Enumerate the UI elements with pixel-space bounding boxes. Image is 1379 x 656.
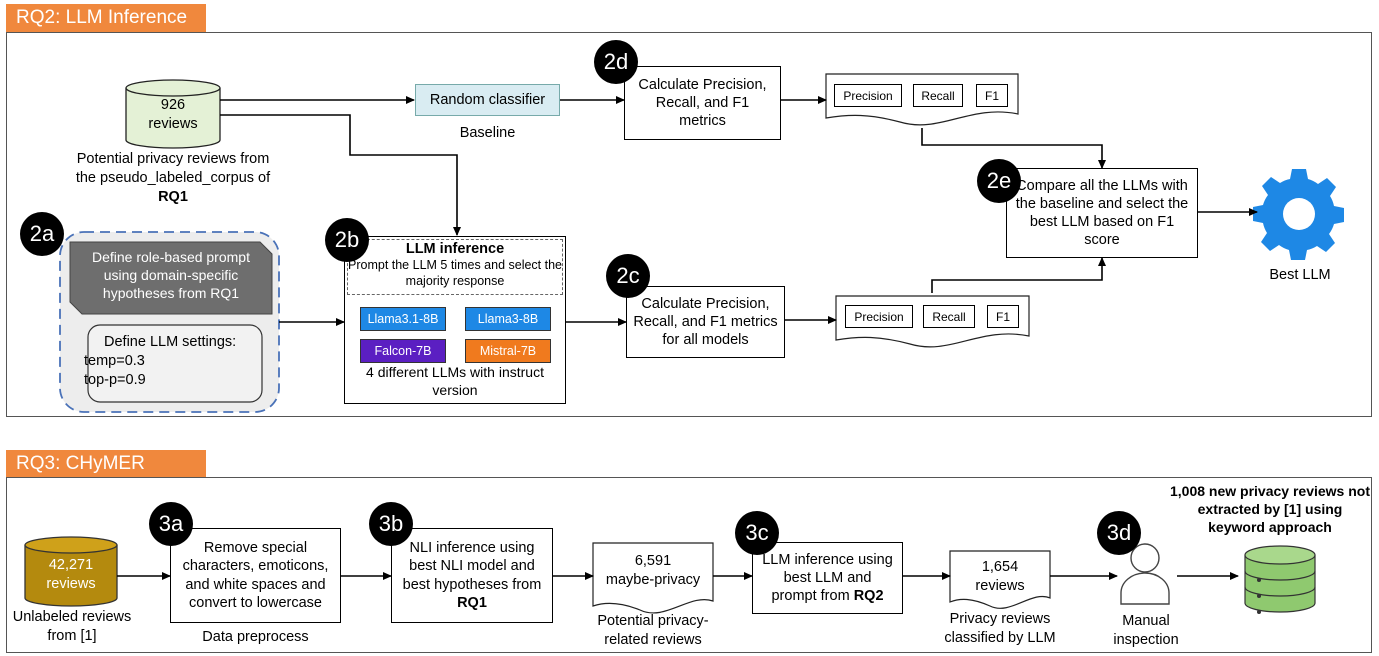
inference-title: LLM inference — [405, 241, 505, 257]
precision-top: Precision — [834, 84, 902, 107]
recall-bottom: Recall — [923, 305, 975, 328]
maybe-privacy-doc — [592, 542, 714, 614]
maybe-privacy-caption: Potential privacy-related reviews — [597, 613, 709, 648]
best-llm-label: Best LLM — [1269, 267, 1331, 283]
classified-caption: Privacy reviews classified by LLM — [944, 611, 1056, 646]
reviews-caption-line1: Potential privacy reviews from — [76, 151, 270, 167]
reviews-926-label: 926 reviews — [126, 96, 220, 134]
person-icon — [1120, 543, 1170, 605]
preprocess-box: Remove special characters, emoticons, an… — [170, 528, 341, 623]
random-classifier-box: Random classifier — [415, 84, 560, 116]
badge-2e: 2e — [977, 159, 1021, 203]
reviews-caption-bold: RQ1 — [158, 188, 188, 205]
maybe-privacy-label: 6,591 maybe-privacy — [593, 552, 713, 590]
precision-bottom: Precision — [845, 305, 913, 328]
reviews-926-caption: Potential privacy reviews from the pseud… — [58, 150, 288, 207]
llm-mistral-7b: Mistral-7B — [465, 339, 551, 363]
llm-falcon-7b: Falcon-7B — [360, 339, 446, 363]
maybe-label: maybe-privacy — [605, 571, 701, 588]
reviews-926-database — [125, 79, 221, 149]
llm-llama31-8b: Llama3.1-8B — [360, 307, 446, 331]
settings-temp: temp=0.3 — [84, 352, 145, 369]
nli-text: NLI inference using best NLI model and b… — [402, 540, 542, 593]
rq2-section-label: RQ2: LLM Inference — [6, 4, 206, 32]
reviews-caption-line2: the pseudo_labeled_corpus of — [75, 169, 271, 186]
rq2-panel — [6, 32, 1372, 417]
unlabeled-word: reviews — [46, 575, 96, 592]
unlabeled-reviews-label: 42,271 reviews — [25, 556, 117, 594]
classified-reviews-label: 1,654 reviews — [950, 558, 1050, 596]
llm-inf-bold: RQ2 — [853, 588, 884, 605]
classified-count: 1,654 — [981, 559, 1019, 575]
badge-3b: 3b — [369, 502, 413, 546]
badge-3d: 3d — [1097, 511, 1141, 555]
reviews-926-count: 926 — [160, 97, 186, 113]
calc-metrics-2d-box: Calculate Precision, Recall, and F1 metr… — [624, 66, 781, 140]
nli-inference-box: NLI inference using best NLI model and b… — [391, 528, 553, 623]
f1-top: F1 — [976, 84, 1008, 107]
llm-llama3-8b: Llama3-8B — [465, 307, 551, 331]
llm-inference-rq3-box: LLM inference using best LLM and prompt … — [752, 542, 903, 614]
rq3-section-label: RQ3: CHyMER — [6, 450, 206, 478]
classified-word: reviews — [975, 577, 1025, 594]
f1-bottom: F1 — [987, 305, 1019, 328]
badge-2b: 2b — [325, 218, 369, 262]
compare-llms-box: Compare all the LLMs with the baseline a… — [1006, 168, 1198, 258]
badge-2c: 2c — [606, 254, 650, 298]
reviews-42271-database — [24, 536, 118, 607]
llm-settings: Define LLM settings: temp=0.3 top-p=0.9 — [84, 333, 264, 390]
llm-inf-text: LLM inference using best LLM and prompt … — [762, 551, 893, 605]
rq3-panel — [6, 477, 1372, 653]
badge-3a: 3a — [149, 502, 193, 546]
badge-3c: 3c — [735, 511, 779, 555]
settings-title: Define LLM settings: — [104, 334, 237, 350]
nli-bold: RQ1 — [457, 594, 487, 611]
settings-topp: top-p=0.9 — [84, 371, 146, 388]
manual-inspection-caption: Manual inspection — [1113, 613, 1179, 648]
recall-top: Recall — [913, 84, 963, 107]
reviews-926-word: reviews — [148, 115, 198, 132]
prompt-text: Define role-based prompt using domain-sp… — [92, 249, 250, 302]
calc-metrics-2c-box: Calculate Precision, Recall, and F1 metr… — [626, 286, 785, 358]
inference-desc: Prompt the LLM 5 times and select the ma… — [348, 258, 562, 289]
classified-reviews-doc — [949, 550, 1051, 609]
baseline-label: Baseline — [459, 125, 516, 141]
unlabeled-caption: Unlabeled reviews from [1] — [12, 609, 132, 644]
llm-inference-header: LLM inference Prompt the LLM 5 times and… — [347, 239, 563, 295]
gear-icon — [1253, 169, 1344, 260]
settings-shape — [87, 324, 263, 403]
llm-caption: 4 different LLMs with instruct version — [366, 364, 544, 398]
prompt-shape — [69, 241, 273, 315]
preprocess-caption: Data preprocess — [202, 629, 309, 645]
final-reviews-database-icon — [1244, 545, 1316, 614]
badge-2d: 2d — [594, 40, 638, 84]
badge-2a: 2a — [20, 212, 64, 256]
maybe-count: 6,591 — [634, 553, 672, 569]
unlabeled-count: 42,271 — [48, 557, 94, 573]
final-reviews-caption: 1,008 new privacy reviews not extracted … — [1170, 483, 1370, 536]
